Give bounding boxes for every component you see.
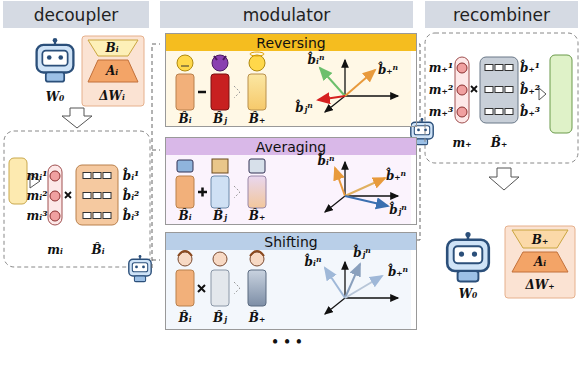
math-label: Aᵢ — [534, 256, 546, 268]
math-label: m₊ — [452, 137, 471, 149]
math-label: B̂ⱼ — [213, 312, 227, 324]
math-label: b̂₊ⁿ — [388, 266, 408, 278]
math-label: B̂₊ — [249, 113, 265, 125]
math-label: ΔW₊ — [525, 279, 554, 291]
math-label: ΔWᵢ — [99, 90, 125, 102]
operation-box: Shifting — [165, 232, 417, 330]
panel-header: decoupler — [3, 1, 149, 28]
math-label: B̂ᵢ — [178, 312, 191, 324]
math-label: b̂ⱼⁿ — [295, 102, 313, 114]
math-label: b̂ᵢⁿ — [308, 54, 325, 66]
math-label: Bᵢ — [105, 42, 118, 54]
math-label: b̂ᵢⁿ — [305, 256, 322, 268]
operation-title: Reversing — [166, 34, 416, 51]
math-label: mᵢ³ — [27, 210, 48, 222]
math-label: B̂ᵢ — [178, 113, 191, 125]
math-label: mᵢ — [47, 244, 63, 256]
math-label: B̂ⱼ — [213, 113, 227, 125]
math-label: b̂₊² — [520, 84, 540, 96]
math-label: m₊¹ — [429, 62, 453, 74]
math-label: b̂₊¹ — [520, 62, 540, 74]
math-label: b̂₊ⁿ — [378, 64, 398, 76]
operation-title: Shifting — [166, 233, 416, 250]
math-label: b̂ᵢ² — [123, 190, 140, 202]
math-label: b̂₊ⁿ — [386, 170, 406, 182]
math-label: m₊² — [429, 84, 453, 96]
operation-title: Averaging — [166, 138, 416, 155]
math-label: B̂₊ — [491, 137, 507, 149]
math-label: W₀ — [46, 91, 65, 103]
math-label: b̂ᵢⁿ — [318, 155, 335, 167]
operation-box: Averaging — [165, 137, 417, 225]
math-label: B̂₊ — [249, 312, 265, 324]
panel-header: modulator — [160, 1, 413, 28]
math-label: • • • — [271, 336, 302, 348]
math-label: mᵢ² — [27, 190, 48, 202]
math-label: m₊³ — [429, 106, 453, 118]
math-label: W₀ — [459, 288, 478, 300]
panel-title: decoupler — [34, 5, 119, 25]
math-label: B̂₊ — [249, 210, 265, 222]
panel-title: recombiner — [453, 5, 550, 25]
math-label: b̂ᵢ³ — [123, 210, 140, 222]
math-label: B₊ — [532, 234, 548, 246]
operation-box: Reversing — [165, 33, 417, 127]
math-label: mᵢ¹ — [27, 170, 48, 182]
math-label: B̂ⱼ — [213, 210, 227, 222]
math-label: b̂ⱼⁿ — [353, 247, 371, 259]
math-label: b̂ᵢ¹ — [123, 170, 140, 182]
math-label: B̂ᵢ — [91, 244, 104, 256]
math-label: b̂ⱼⁿ — [389, 204, 407, 216]
panel-title: modulator — [243, 5, 331, 25]
math-label: b̂₊³ — [520, 106, 540, 118]
panel-header: recombiner — [425, 1, 578, 28]
math-label: Aᵢ — [106, 65, 118, 77]
math-label: B̂ᵢ — [178, 210, 191, 222]
